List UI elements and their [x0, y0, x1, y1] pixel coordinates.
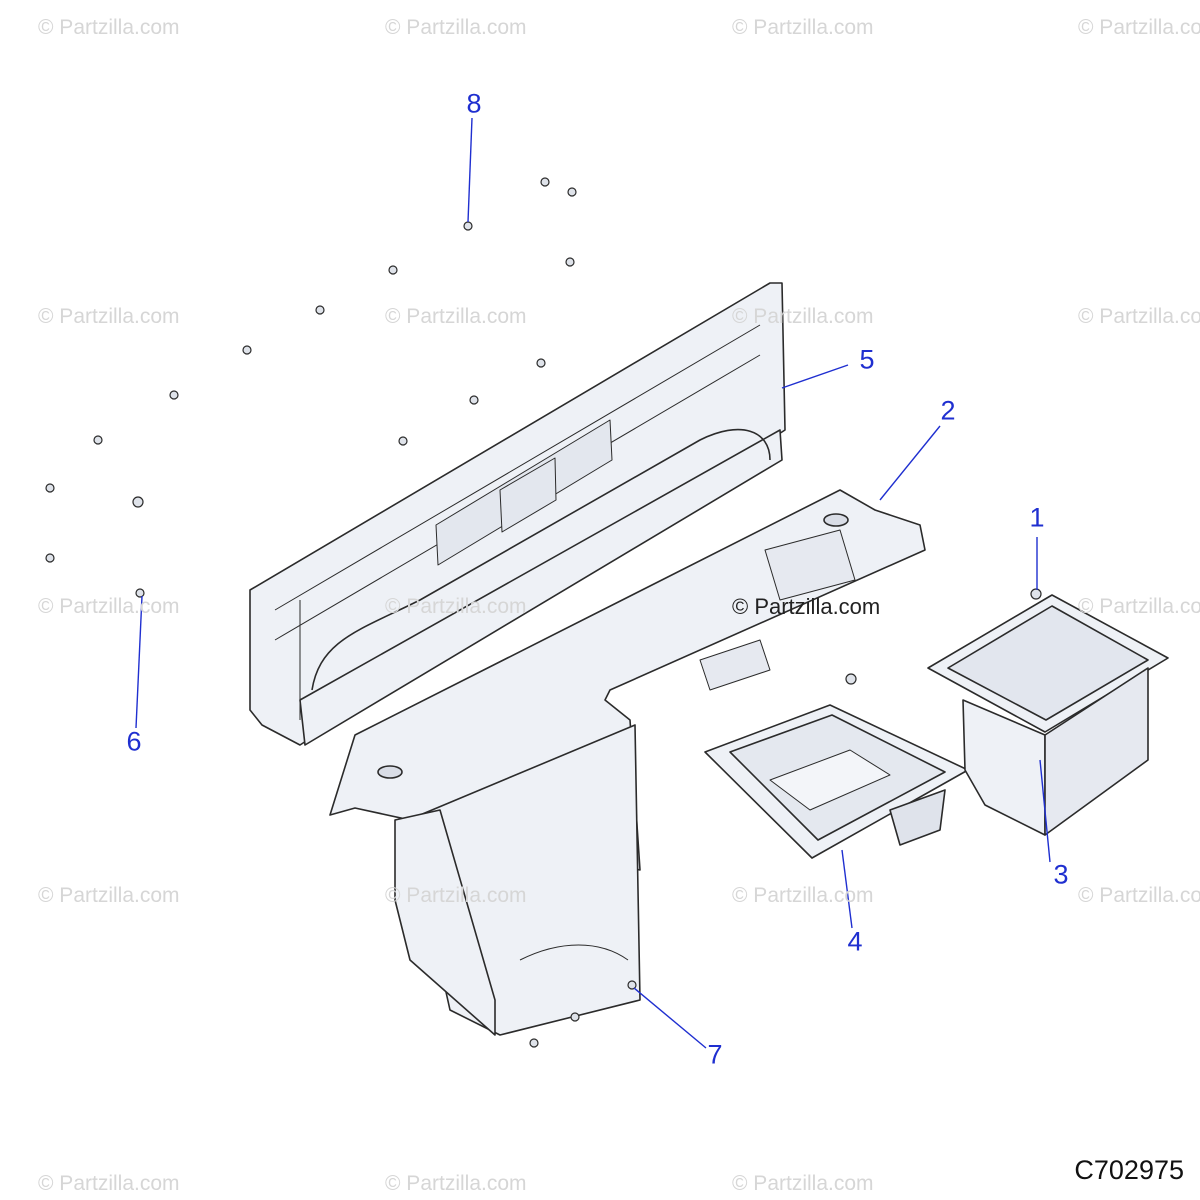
callout-3[interactable]: 3 — [1053, 859, 1069, 890]
storage-bin-part[interactable] — [927, 594, 1169, 836]
fasteners — [45, 177, 1042, 1048]
watermark: © Partzilla.com — [38, 884, 180, 907]
watermark: © Partzilla.com — [38, 16, 180, 39]
back-panel-part[interactable] — [249, 282, 786, 746]
watermark: © Partzilla.com — [1078, 305, 1200, 328]
callout-5[interactable]: 5 — [859, 344, 875, 375]
center-watermark: © Partzilla.com — [732, 594, 881, 619]
watermark: © Partzilla.com — [1078, 595, 1200, 618]
watermark: © Partzilla.com — [385, 305, 527, 328]
watermark: © Partzilla.com — [385, 884, 527, 907]
floor-tray-part[interactable] — [329, 489, 926, 1036]
leader-lines — [135, 117, 1051, 1049]
diagram-code: C702975 — [1074, 1155, 1184, 1185]
watermark: © Partzilla.com — [385, 595, 527, 618]
watermark: © Partzilla.com — [38, 305, 180, 328]
callout-8[interactable]: 8 — [466, 88, 482, 119]
callout-1[interactable]: 1 — [1029, 502, 1045, 533]
watermark: © Partzilla.com — [1078, 16, 1200, 39]
watermark: © Partzilla.com — [38, 1172, 180, 1195]
callout-7[interactable]: 7 — [707, 1039, 723, 1070]
callout-4[interactable]: 4 — [847, 926, 863, 957]
watermark: © Partzilla.com — [732, 1172, 874, 1195]
watermark: © Partzilla.com — [732, 305, 874, 328]
small-tray-part[interactable] — [704, 704, 969, 859]
watermark: © Partzilla.com — [385, 16, 527, 39]
watermark: © Partzilla.com — [38, 595, 180, 618]
watermark: © Partzilla.com — [732, 884, 874, 907]
watermark: © Partzilla.com — [732, 16, 874, 39]
watermark: © Partzilla.com — [385, 1172, 527, 1195]
callout-6[interactable]: 6 — [126, 726, 142, 757]
callout-2[interactable]: 2 — [940, 395, 956, 426]
watermark: © Partzilla.com — [1078, 884, 1200, 907]
